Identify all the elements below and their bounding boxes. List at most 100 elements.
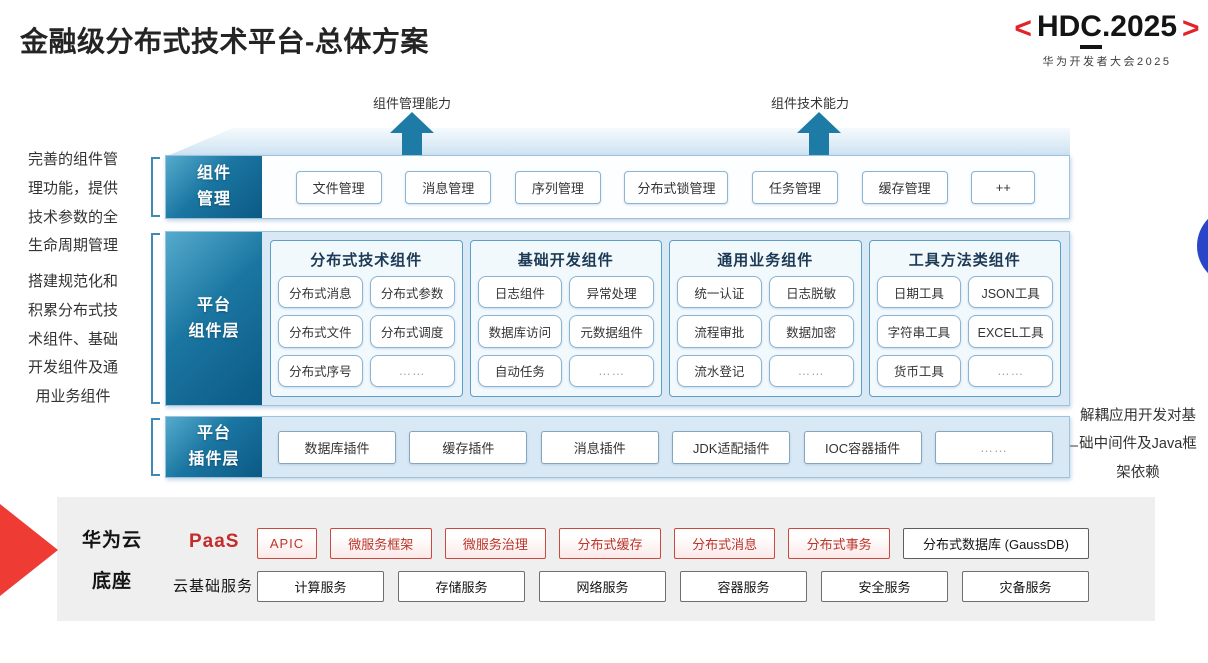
component-chip: 日志脱敏: [768, 276, 854, 309]
up-arrow-icon: [797, 112, 841, 158]
plugin-chip: 消息插件: [540, 430, 659, 464]
layer-label-line: 平台: [196, 425, 231, 443]
component-chip: 货币工具: [876, 354, 962, 387]
hdc-subtitle: 华为开发者大会2025: [1042, 55, 1172, 68]
component-chip: 字符串工具: [876, 315, 962, 348]
management-chip: 文件管理: [295, 170, 382, 204]
component-chip-more: ……: [768, 354, 854, 387]
paas-chip: 分布式缓存: [559, 528, 661, 559]
hdc-text-underlined: C: [1080, 10, 1102, 49]
plugin-chip: JDK适配插件: [672, 430, 791, 464]
component-chip: 统一认证: [677, 276, 762, 309]
group-basic-dev: 基础开发组件 日志组件 异常处理 数据库访问 元数据组件 自动任务 ……: [469, 240, 662, 397]
iaas-chip: 安全服务: [821, 571, 948, 602]
plugin-chip: 缓存插件: [409, 430, 528, 464]
iaas-chip: 计算服务: [257, 571, 384, 602]
plugin-chip-more: ……: [934, 430, 1053, 464]
layer-content: 数据库插件 缓存插件 消息插件 JDK适配插件 IOC容器插件 ……: [262, 417, 1069, 477]
component-chip: 分布式序号: [278, 354, 363, 387]
group-title: 工具方法类组件: [908, 252, 1021, 269]
component-chip-more: ……: [369, 354, 455, 387]
component-chip: 元数据组件: [569, 315, 654, 348]
layer-bracket: [151, 233, 160, 404]
note-platform-plugins: 解耦应用开发对基础中间件及Java框架依赖: [1079, 408, 1197, 481]
layer-content: 文件管理 消息管理 序列管理 分布式锁管理 任务管理 缓存管理 ++: [262, 156, 1069, 218]
layer-platform-components: 平台 组件层 分布式技术组件 分布式消息 分布式参数 分布式文件 分布式调度 分…: [165, 231, 1070, 406]
paas-chip: 微服务框架: [330, 528, 432, 559]
component-chip: 分布式调度: [369, 315, 455, 348]
capability-label-technical: 组件技术能力: [770, 96, 849, 111]
management-chip: 缓存管理: [861, 170, 948, 204]
hdc-text-pre: HD: [1036, 10, 1081, 43]
huawei-cloud-panel: [57, 497, 1155, 621]
hdc-text-post: .2025: [1101, 10, 1178, 43]
right-angle-bracket-icon: >: [1182, 12, 1200, 45]
layer-label-line: 管理: [196, 191, 231, 208]
platform-top-face: [165, 128, 1070, 157]
layer-label-line: 插件层: [188, 451, 240, 468]
layer-label-component-management: 组件 管理: [166, 156, 262, 218]
component-chip: 异常处理: [569, 276, 654, 309]
plugin-chip: 数据库插件: [278, 430, 396, 464]
paas-chip: 微服务治理: [444, 528, 547, 559]
group-tool-methods: 工具方法类组件 日期工具 JSON工具 字符串工具 EXCEL工具 货币工具 ……: [868, 240, 1061, 397]
group-common-business: 通用业务组件 统一认证 日志脱敏 流程审批 数据加密 流水登记 ……: [669, 240, 862, 397]
component-chip: 数据加密: [768, 315, 854, 348]
plugin-chip: IOC容器插件: [803, 430, 922, 464]
management-chip: 消息管理: [405, 170, 492, 204]
iaas-chip: 灾备服务: [962, 571, 1089, 602]
iaas-chip: 存储服务: [398, 571, 525, 602]
component-chip-more: ……: [569, 354, 654, 387]
layer-label-platform-components: 平台 组件层: [166, 232, 262, 405]
iaas-row: 计算服务 存储服务 网络服务 容器服务 安全服务 灾备服务: [257, 571, 1089, 602]
layer-component-management: 组件 管理 文件管理 消息管理 序列管理 分布式锁管理 任务管理 缓存管理 ++: [165, 155, 1070, 219]
iaas-label: 云基础服务: [173, 578, 254, 595]
huawei-cloud-label-line: 华为云: [81, 530, 142, 551]
note-platform-components: 搭建规范化和积累分布式技术组件、基础开发组件及通用业务组件: [27, 273, 118, 406]
component-chip: 分布式消息: [278, 276, 363, 309]
layer-platform-plugins: 平台 插件层 数据库插件 缓存插件 消息插件 JDK适配插件 IOC容器插件 ……: [165, 416, 1070, 478]
huawei-cloud-label-line: 底座: [91, 570, 132, 592]
note-component-management: 完善的组件管理功能，提供技术参数的全生命周期管理: [27, 151, 118, 255]
red-arrow-icon: [0, 504, 58, 596]
connector-dash: [1064, 445, 1078, 447]
group-title: 基础开发组件: [517, 252, 614, 269]
group-title: 通用业务组件: [717, 252, 814, 269]
paas-chip: APIC: [257, 528, 317, 559]
group-title: 分布式技术组件: [310, 252, 423, 269]
management-chip: 任务管理: [752, 170, 839, 204]
left-angle-bracket-icon: <: [1014, 12, 1032, 45]
iaas-chip: 网络服务: [539, 571, 666, 602]
group-distributed-tech: 分布式技术组件 分布式消息 分布式参数 分布式文件 分布式调度 分布式序号 ……: [270, 240, 463, 397]
paas-row: APIC 微服务框架 微服务治理 分布式缓存 分布式消息 分布式事务 分布式数据…: [257, 528, 1089, 559]
layer-content: 分布式技术组件 分布式消息 分布式参数 分布式文件 分布式调度 分布式序号 ………: [262, 232, 1069, 405]
layer-label-line: 组件层: [188, 322, 240, 340]
paas-label: PaaS: [189, 531, 240, 552]
component-chip: 分布式文件: [278, 315, 363, 348]
component-chip: 日志组件: [477, 276, 563, 309]
management-chip: 分布式锁管理: [624, 170, 729, 204]
paas-chip: 分布式事务: [788, 528, 890, 559]
huawei-cloud-label: 华为云 底座: [60, 521, 164, 603]
component-chip: JSON工具: [968, 276, 1053, 309]
component-chip-more: ……: [968, 354, 1053, 387]
layer-label-platform-plugins: 平台 插件层: [166, 417, 262, 477]
component-chip: 分布式参数: [369, 276, 455, 309]
component-chip: 日期工具: [876, 276, 962, 309]
component-chip: 流水登记: [677, 354, 762, 387]
capability-label-management: 组件管理能力: [372, 96, 451, 111]
management-chip-more: ++: [971, 170, 1036, 204]
component-chip: 流程审批: [677, 315, 762, 348]
component-chip: 自动任务: [477, 354, 563, 387]
management-chip: 序列管理: [514, 170, 601, 204]
component-chip: 数据库访问: [477, 315, 563, 348]
component-chip: EXCEL工具: [968, 315, 1053, 348]
layer-label-line: 平台: [196, 296, 231, 314]
layer-label-line: 组件: [196, 165, 231, 183]
page-title: 金融级分布式技术平台-总体方案: [20, 26, 429, 57]
paas-chip: 分布式消息: [673, 528, 776, 559]
